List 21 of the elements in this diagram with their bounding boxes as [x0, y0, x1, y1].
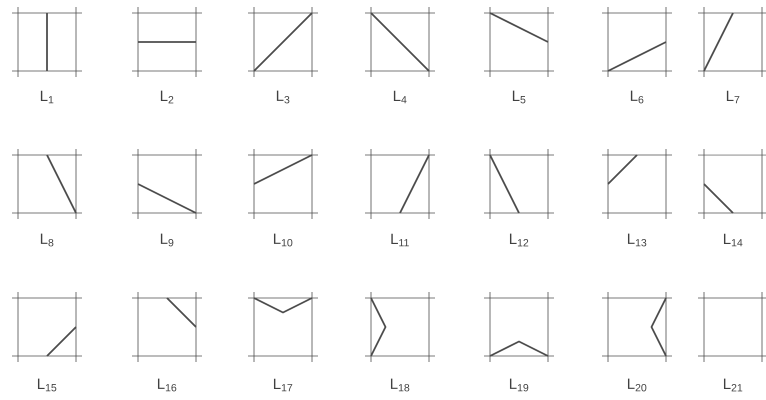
diagram-label: L$_{15}$ — [38, 378, 56, 392]
diagram-label: L$_{1}$ — [40, 90, 54, 104]
diagram-label: L$_{21}$ — [724, 378, 742, 392]
diagram-label: L$_{12}$ — [510, 234, 528, 246]
diagram-label: L$_{14}$ — [724, 234, 742, 246]
diagram-label: L$_{9}$ — [160, 234, 174, 246]
diagram-label: L$_{4}$ — [394, 90, 407, 104]
diagram-label: L$_{8}$ — [40, 234, 54, 246]
diagram-label: L$_{19}$ — [510, 378, 528, 392]
diagram-label: L$_{5}$ — [512, 90, 526, 104]
diagram-label: L$_{11}$ — [391, 234, 409, 246]
diagram-label: L$_{13}$ — [628, 234, 646, 246]
diagram-label: L$_{6}$ — [630, 90, 644, 104]
diagram-label: L$_{3}$ — [276, 90, 290, 104]
diagram-label: L$_{20}$ — [628, 378, 646, 392]
diagram-label: L$_{10}$ — [274, 234, 292, 246]
diagram-label: L$_{2}$ — [160, 90, 174, 104]
diagram-label: L$_{18}$ — [390, 378, 410, 392]
diagram-label: L$_{7}$ — [726, 90, 740, 104]
diagram-label: L$_{16}$ — [158, 378, 176, 392]
diagram-label: L$_{17}$ — [274, 378, 292, 392]
